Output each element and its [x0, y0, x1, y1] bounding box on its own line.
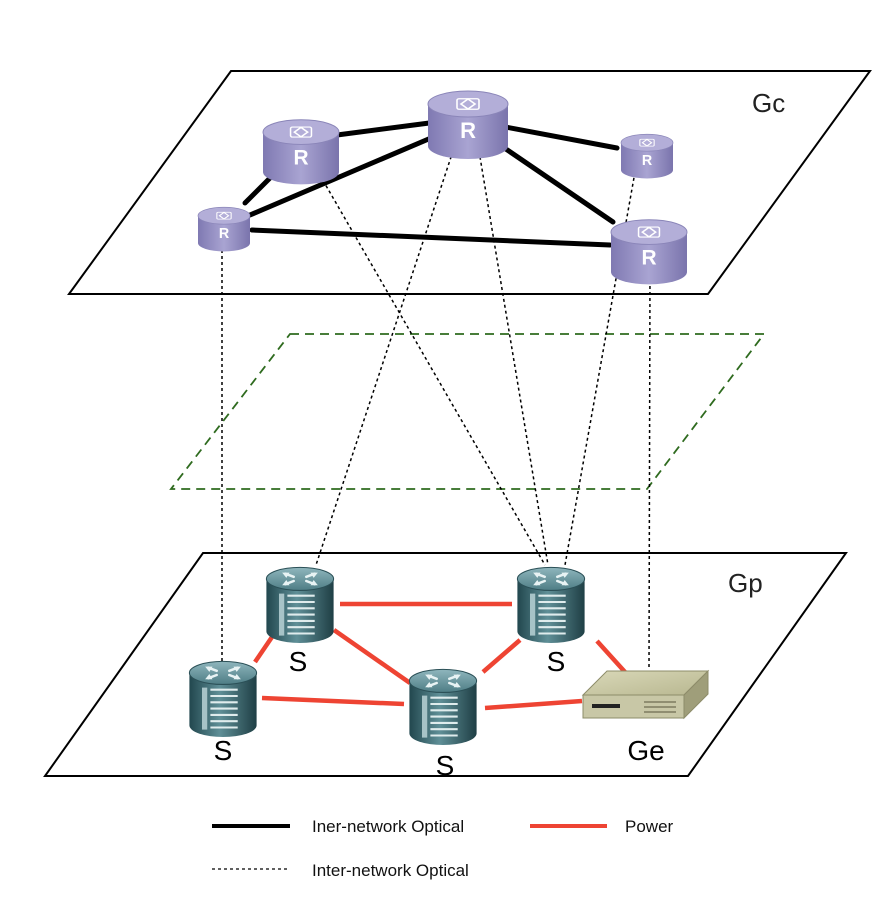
generator-box-icon [581, 669, 710, 720]
inter-link [316, 169, 546, 566]
generator-label: Ge [627, 735, 664, 766]
middle-plane [169, 333, 766, 490]
legend-label-power: Power [625, 817, 674, 836]
optical-link [249, 227, 613, 248]
router-cylinder-icon [427, 90, 509, 160]
router-cylinder-icon [197, 206, 251, 252]
power-link [261, 695, 405, 707]
legend-label-intra-optical: Iner-network Optical [312, 817, 464, 836]
switch-router-icon [265, 566, 335, 645]
optical-link [247, 132, 441, 218]
power-link [484, 698, 583, 711]
power-link [595, 639, 627, 674]
router-cylinder-icon [262, 118, 340, 186]
inter-link [477, 144, 549, 566]
switch-router-icon [408, 668, 478, 747]
switch-router-icon [516, 566, 586, 645]
inter-link [315, 144, 456, 566]
switch-router-icon [188, 660, 258, 739]
top-plane [67, 70, 872, 295]
power-link [253, 635, 274, 664]
power-link [481, 638, 522, 674]
legend-label-inter-optical: Inter-network Optical [312, 861, 469, 880]
bottom-plane [43, 552, 848, 777]
bottom-plane-label: Gp [728, 568, 763, 598]
optical-link [334, 119, 440, 138]
power-link [332, 628, 412, 685]
power-links [253, 601, 627, 711]
router-cylinder-icon [620, 133, 674, 179]
optical-link [497, 123, 620, 151]
switch-label: S [436, 750, 455, 781]
switch-label: S [547, 646, 566, 677]
router-cylinder-icon [610, 218, 688, 286]
optical-links [242, 119, 620, 248]
legend: Iner-network Optical Power Inter-network… [212, 817, 674, 880]
optical-link [497, 142, 616, 225]
top-plane-label: Gc [752, 88, 785, 118]
switch-label: S [214, 735, 233, 766]
inter-link [648, 267, 651, 671]
switch-label: S [289, 646, 308, 677]
